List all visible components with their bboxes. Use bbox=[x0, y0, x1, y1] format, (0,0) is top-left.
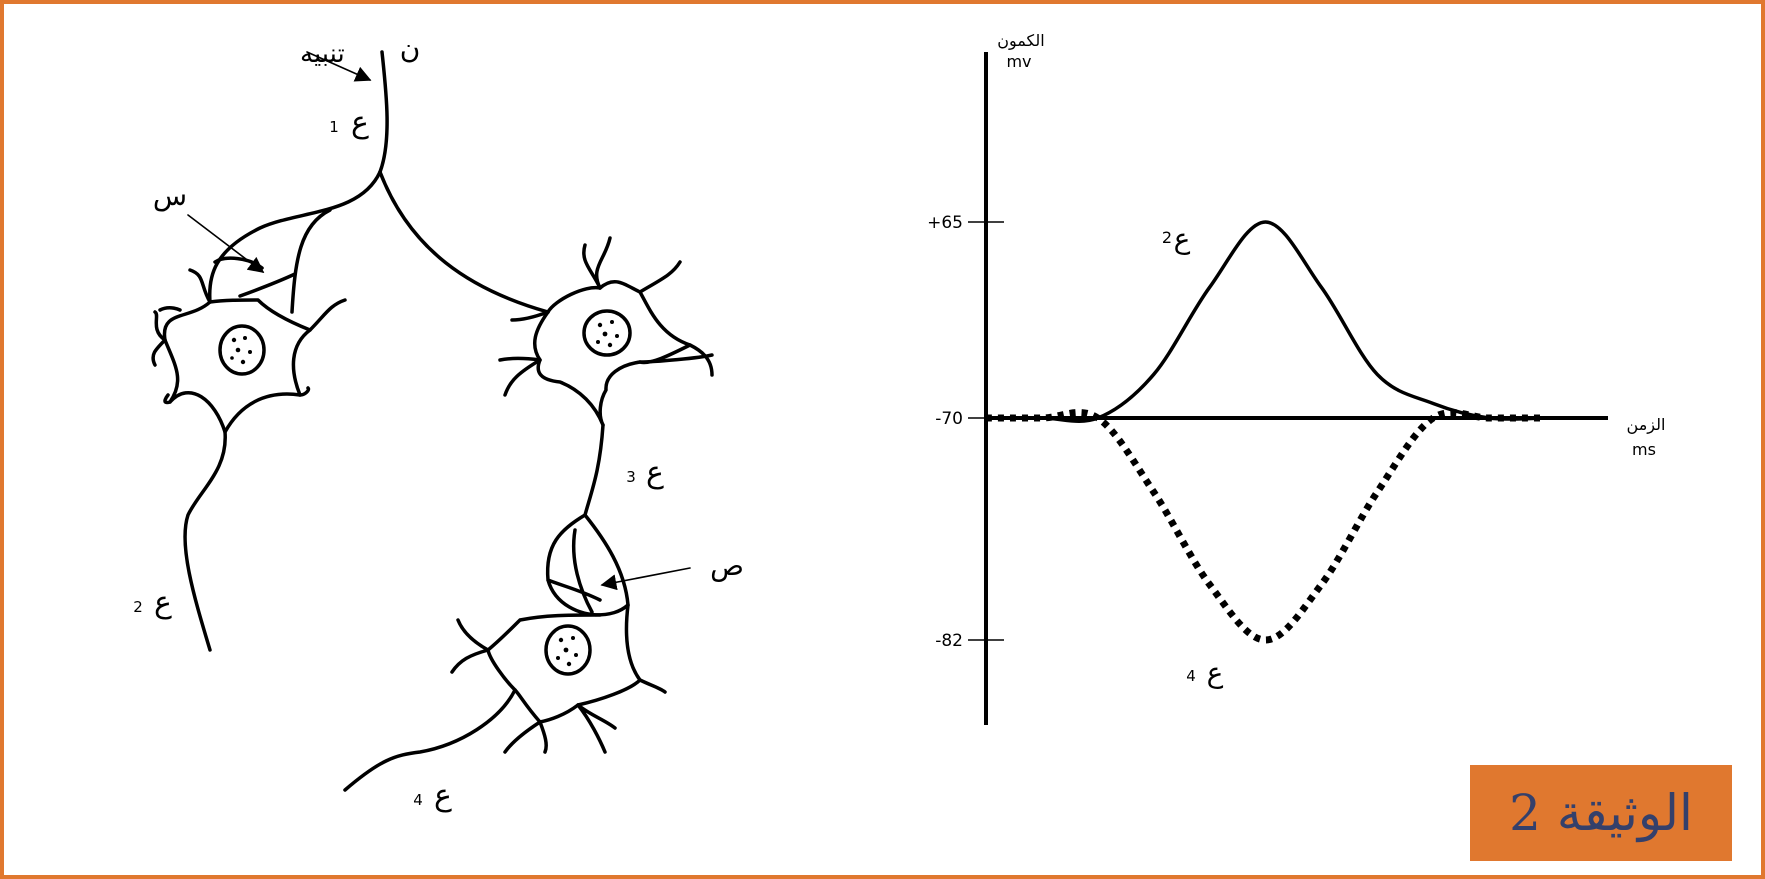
right-neuron-nucleus bbox=[582, 309, 632, 357]
synapse-s-label: س bbox=[153, 179, 187, 212]
right-neuron-dendrites bbox=[498, 236, 714, 397]
potential-chart: الكمون mv الزمن ms +65 -70 -82 ع 2 ع 4 bbox=[927, 31, 1665, 725]
left-neuron-body bbox=[162, 298, 312, 434]
right-neuron-body bbox=[532, 279, 692, 427]
axon-e4 bbox=[343, 688, 517, 792]
y-tick-label: -70 bbox=[935, 409, 963, 429]
stimulus-arrow bbox=[306, 51, 372, 82]
series-e4-label: ع bbox=[1207, 656, 1224, 689]
nucleus-dots bbox=[230, 320, 619, 667]
e4-label: ع bbox=[434, 778, 452, 813]
axon-branch-left-2 bbox=[290, 208, 332, 314]
x-axis-label: الزمن bbox=[1627, 415, 1666, 435]
y-axis-label: الكمون bbox=[997, 31, 1044, 51]
e1-sub: 1 bbox=[329, 118, 339, 136]
series-e4-line bbox=[986, 409, 1545, 644]
synapse-sad-terminal bbox=[545, 513, 630, 617]
diagram-labels: تنبيه ن ع 1 س ع 2 ع 3 ص ع 4 bbox=[133, 32, 744, 813]
y-tick-label: +65 bbox=[927, 213, 963, 233]
axon-e2 bbox=[183, 430, 227, 652]
e2-label: ع bbox=[154, 585, 172, 620]
y-ticks: +65 -70 -82 bbox=[927, 213, 1004, 651]
bottom-neuron-body bbox=[486, 603, 642, 724]
stimulus-label: تنبيه bbox=[300, 39, 345, 69]
synapse-s-arrow bbox=[187, 214, 265, 273]
neuron-n-label: ن bbox=[400, 32, 421, 65]
series-e2-line bbox=[986, 220, 1546, 423]
y-tick-label: -82 bbox=[935, 631, 963, 651]
series-e2-label: ع bbox=[1174, 222, 1191, 255]
e1-label: ع bbox=[351, 105, 369, 140]
series-group bbox=[986, 220, 1546, 644]
axon-branch-right bbox=[378, 170, 550, 314]
axon-branch-left bbox=[207, 170, 382, 304]
y-axis-unit: mv bbox=[1006, 52, 1031, 71]
left-neuron-nucleus bbox=[218, 324, 266, 376]
bottom-neuron-nucleus bbox=[544, 624, 592, 676]
e2-sub: 2 bbox=[133, 598, 143, 616]
x-axis-unit: ms bbox=[1632, 440, 1656, 459]
synapse-sad-arrow bbox=[600, 567, 691, 591]
synapse-sad-label: ص bbox=[710, 549, 744, 582]
document-title-badge: الوثيقة 2 bbox=[1470, 765, 1732, 861]
axon-e3 bbox=[583, 423, 605, 517]
left-neuron-dendrites bbox=[151, 268, 347, 405]
e3-sub: 3 bbox=[626, 468, 636, 486]
series-e2-sub: 2 bbox=[1162, 228, 1172, 247]
e3-label: ع bbox=[646, 455, 664, 490]
synapse-s-terminal bbox=[213, 256, 297, 298]
e4-sub: 4 bbox=[413, 791, 423, 809]
axon-n bbox=[378, 50, 389, 174]
neuron-diagram bbox=[151, 50, 714, 792]
series-e4-sub: 4 bbox=[1186, 667, 1196, 685]
bottom-neuron-dendrites bbox=[450, 618, 667, 754]
document-title: الوثيقة 2 bbox=[1509, 784, 1693, 842]
